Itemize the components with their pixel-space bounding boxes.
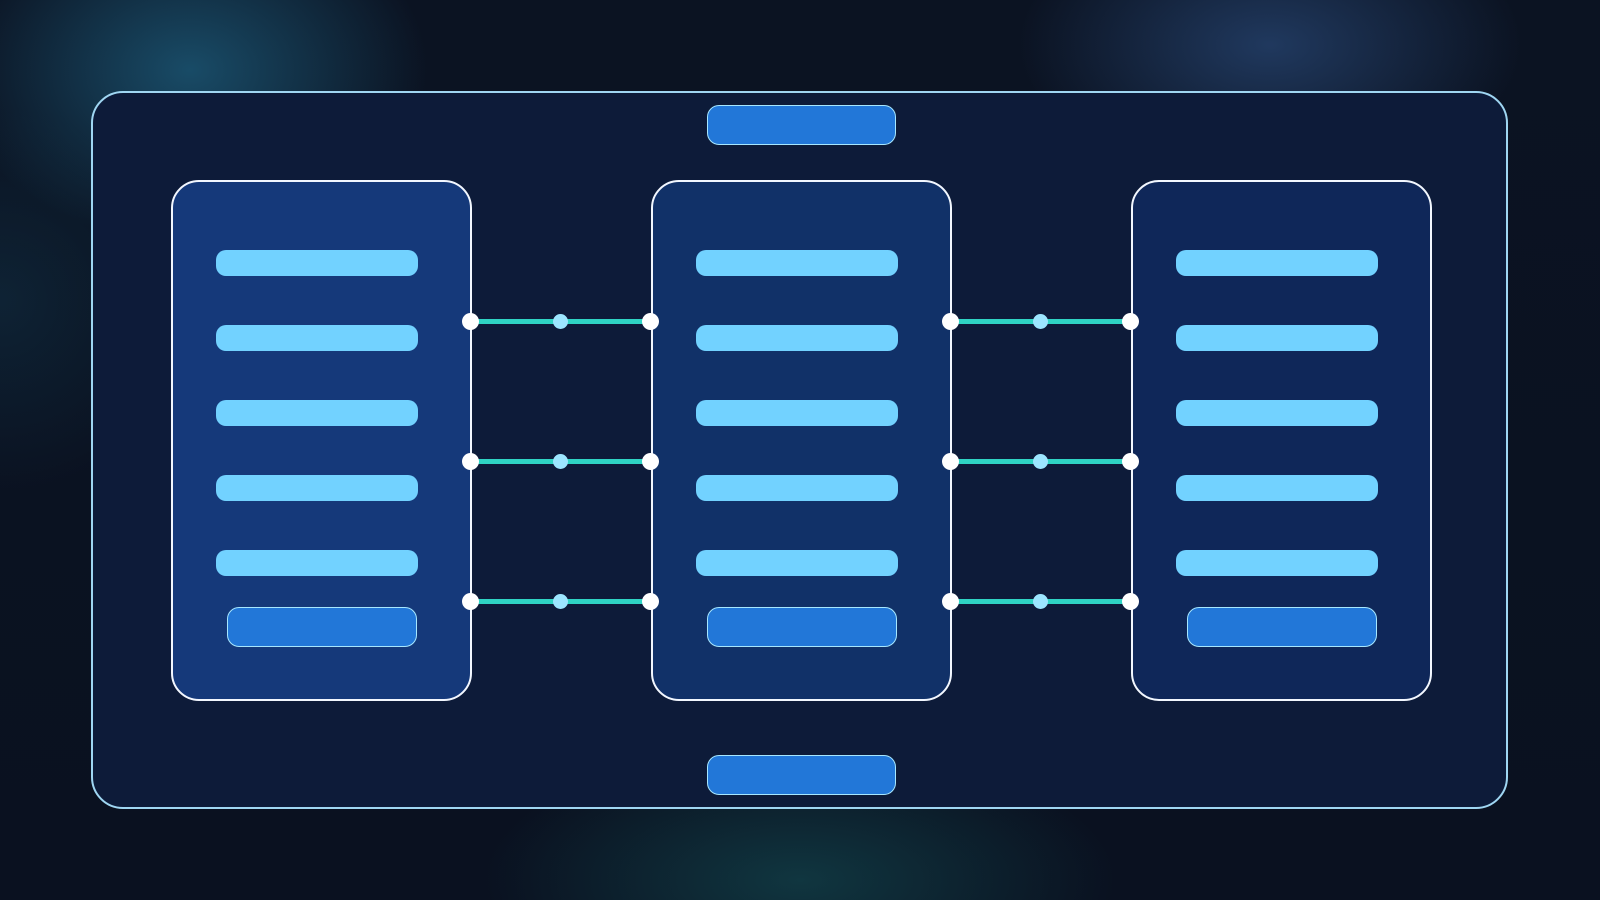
connector-end-dot (1122, 593, 1139, 610)
connector-end-dot (642, 453, 659, 470)
bottom-pill (707, 755, 896, 795)
connector-start-dot (942, 593, 959, 610)
connector-start-dot (462, 313, 479, 330)
center-panel-slot (696, 250, 898, 276)
left-to-center-connector (462, 313, 659, 330)
connector-mid-dot (553, 594, 568, 609)
center-to-right-connector (942, 593, 1139, 610)
right-panel-slot (1176, 250, 1378, 276)
center-panel-action (707, 607, 897, 647)
connector-end-dot (1122, 313, 1139, 330)
top-pill (707, 105, 896, 145)
left-to-center-connector (462, 453, 659, 470)
connector-mid-dot (1033, 454, 1048, 469)
connector-end-dot (642, 593, 659, 610)
connector-mid-dot (553, 314, 568, 329)
right-panel-slot (1176, 325, 1378, 351)
center-panel-slot (696, 550, 898, 576)
right-panel-slot (1176, 475, 1378, 501)
right-panel-slot (1176, 400, 1378, 426)
right-panel (1131, 180, 1432, 701)
connector-end-dot (1122, 453, 1139, 470)
connector-start-dot (462, 593, 479, 610)
center-to-right-connector (942, 313, 1139, 330)
center-panel-slot (696, 475, 898, 501)
left-panel-action (227, 607, 417, 647)
connector-start-dot (942, 313, 959, 330)
left-panel-slot (216, 250, 418, 276)
left-panel-slot (216, 325, 418, 351)
connector-mid-dot (1033, 594, 1048, 609)
left-panel (171, 180, 472, 701)
left-to-center-connector (462, 593, 659, 610)
left-panel-slot (216, 550, 418, 576)
connector-start-dot (942, 453, 959, 470)
left-panel-slot (216, 400, 418, 426)
right-panel-action (1187, 607, 1377, 647)
center-panel-slot (696, 400, 898, 426)
right-panel-slot (1176, 550, 1378, 576)
connector-end-dot (642, 313, 659, 330)
connector-mid-dot (553, 454, 568, 469)
connector-mid-dot (1033, 314, 1048, 329)
left-panel-slot (216, 475, 418, 501)
center-panel (651, 180, 952, 701)
center-panel-slot (696, 325, 898, 351)
connector-start-dot (462, 453, 479, 470)
center-to-right-connector (942, 453, 1139, 470)
